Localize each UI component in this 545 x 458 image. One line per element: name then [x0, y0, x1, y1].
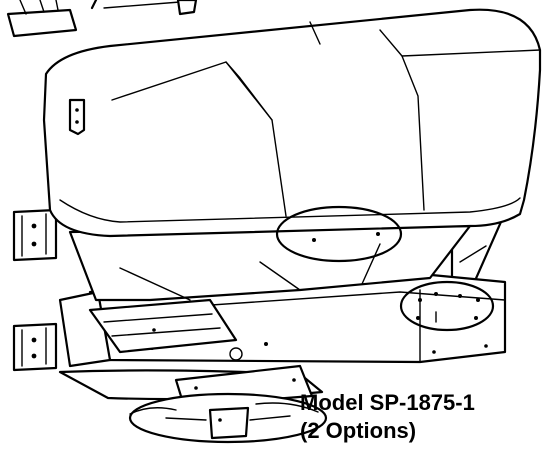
- model-caption: Model SP-1875-1 (2 Options): [300, 389, 475, 445]
- cover-latch: [68, 98, 86, 136]
- highlight-ellipse-upper: [275, 205, 403, 263]
- hopper-cover: [42, 8, 542, 238]
- model-number: Model SP-1875-1: [300, 390, 475, 415]
- highlight-ellipse-lower: [399, 280, 495, 332]
- inset-detail-fragment: [6, 0, 198, 38]
- right-mount-holes: [416, 292, 480, 323]
- upper-mount-holes: [312, 232, 380, 242]
- mount-bracket-lower: [12, 322, 58, 372]
- model-options: (2 Options): [300, 418, 417, 443]
- mount-bracket-upper: [12, 208, 58, 262]
- spinner-disc: [128, 392, 328, 444]
- spinner-deflector: [58, 364, 324, 408]
- inner-chute: [88, 298, 238, 354]
